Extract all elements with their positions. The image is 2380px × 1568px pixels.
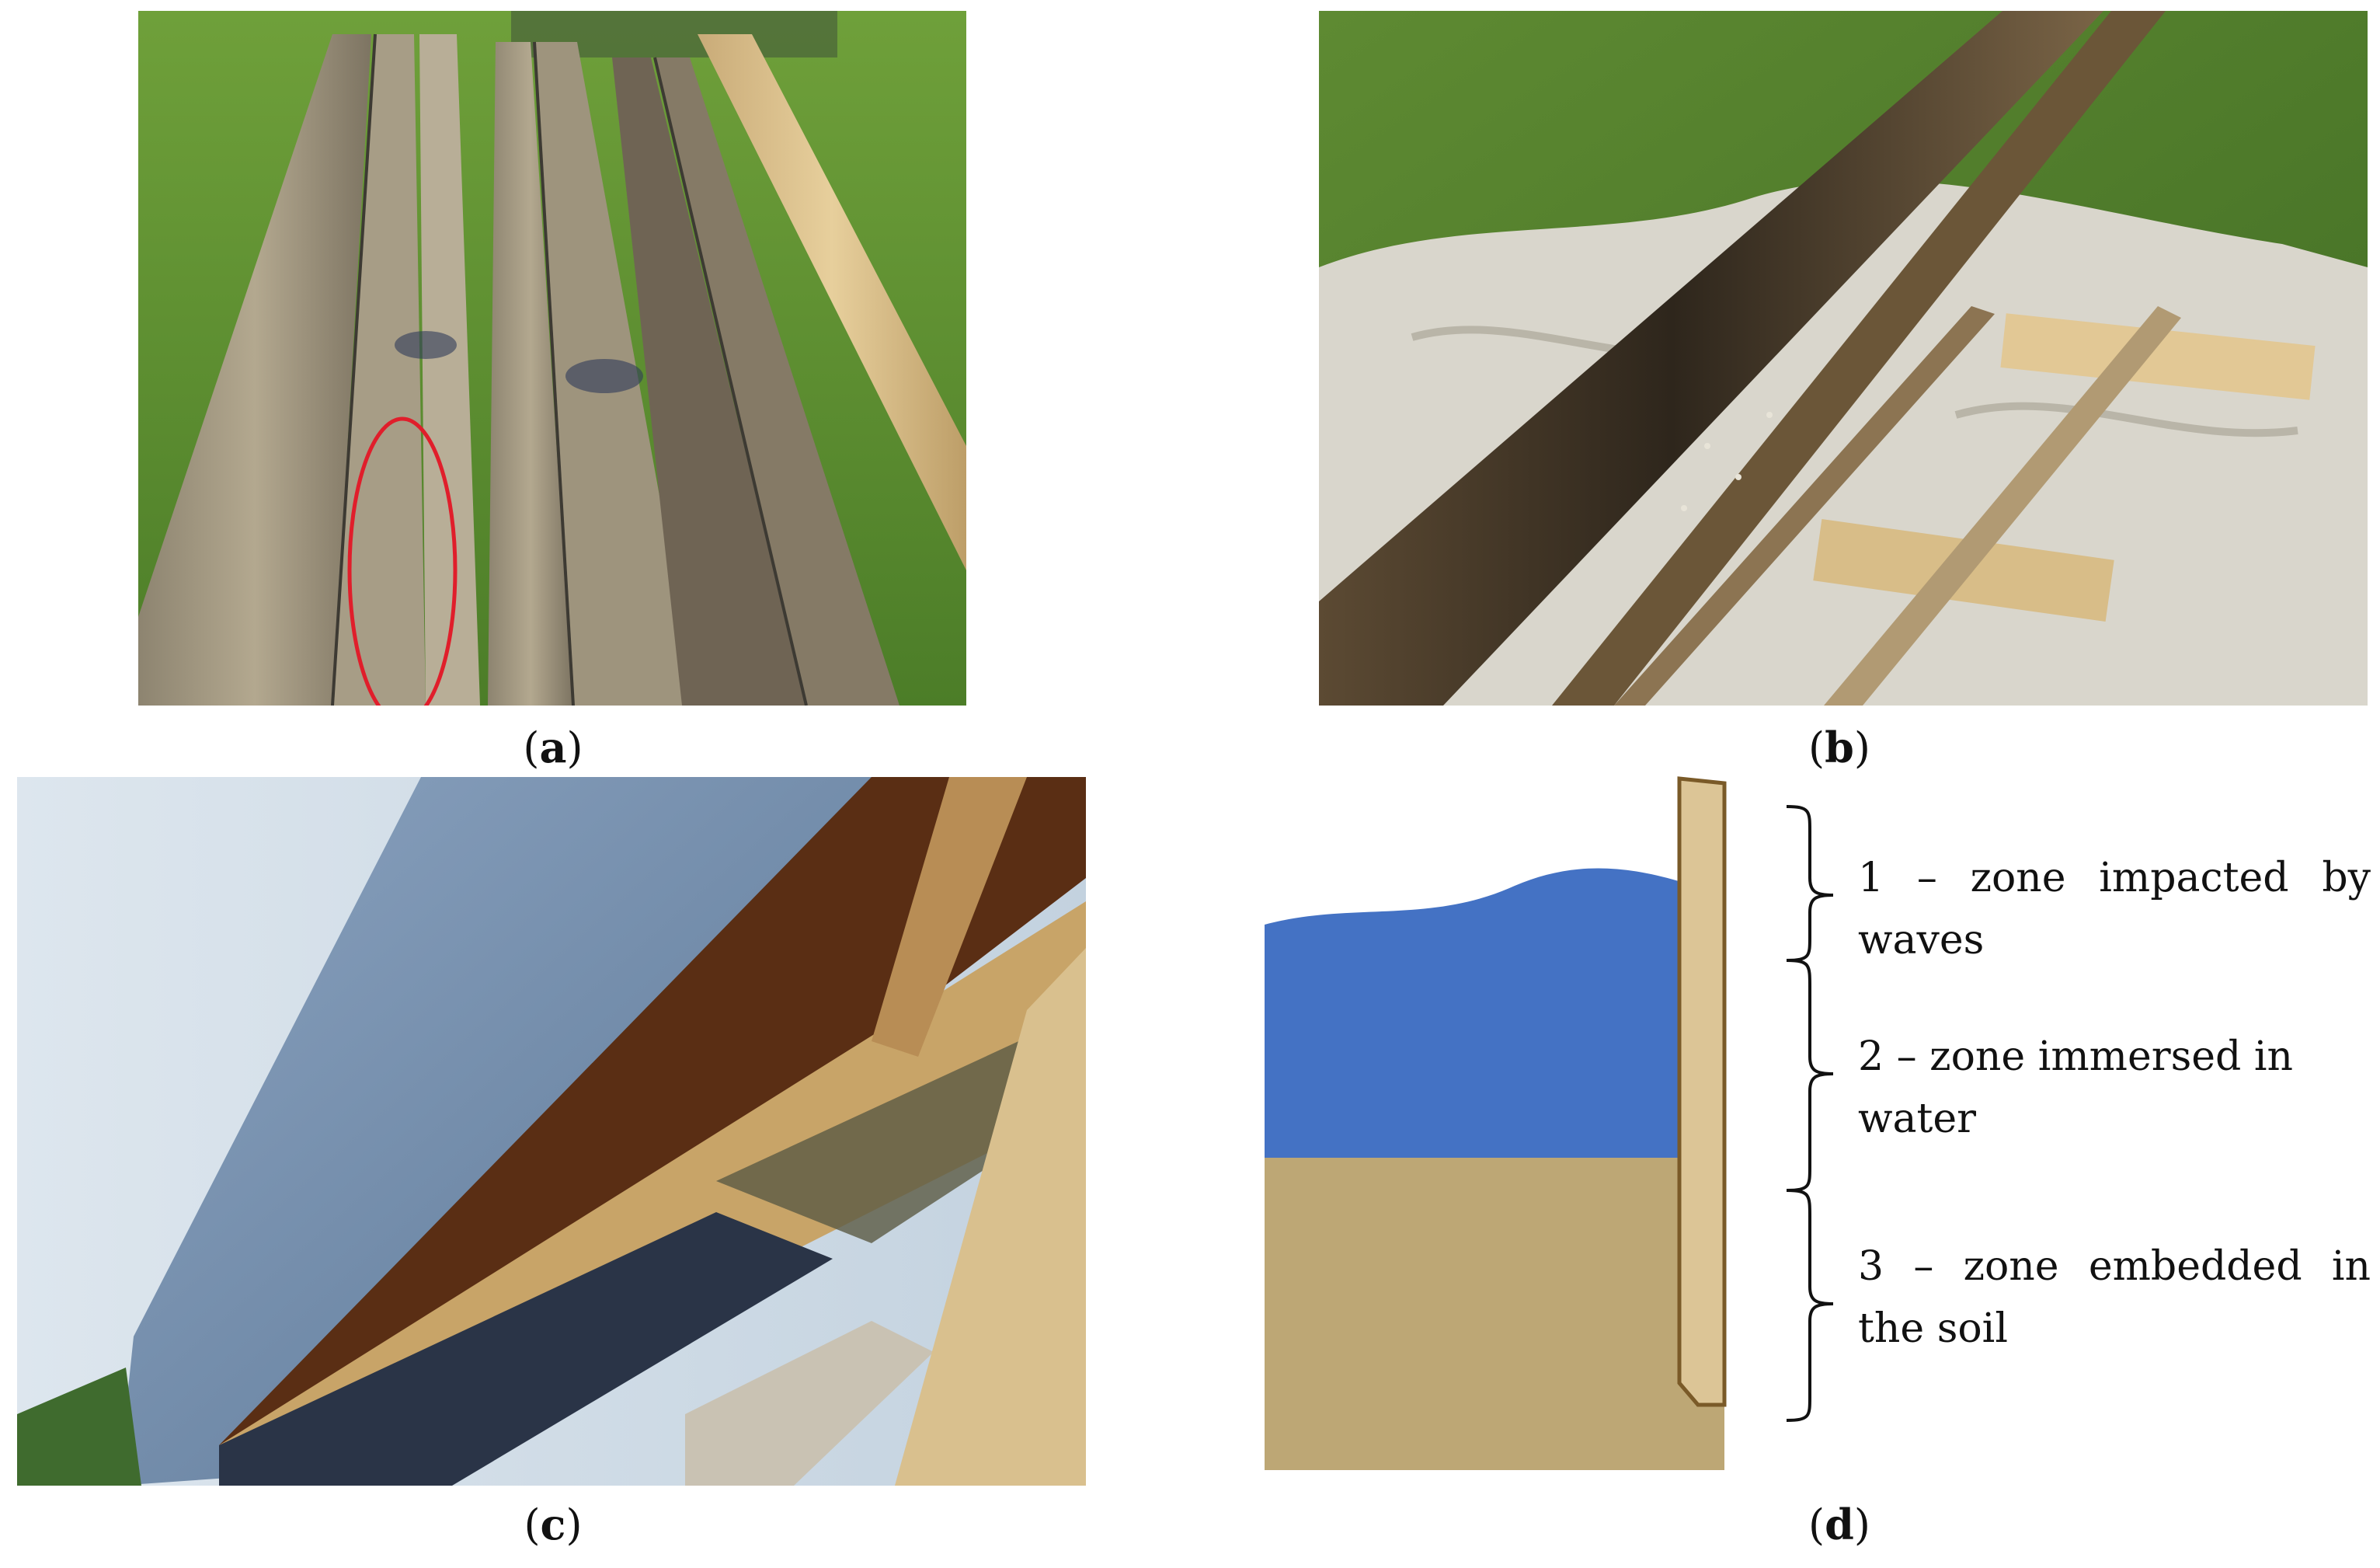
timber-plank [655, 57, 899, 706]
canal-water [219, 1212, 833, 1486]
diagram-d [1258, 769, 1849, 1492]
zone-label-2: 2 – zone immersed in water [1858, 1033, 2293, 1142]
photo-c-sheet-pile-wall [17, 777, 1086, 1486]
steel-sheet-pile [219, 777, 1086, 1445]
timber-plank [698, 34, 966, 570]
decayed-pile [1552, 11, 2166, 706]
caption-a: (a) [523, 723, 583, 772]
brace-zone-2 [1786, 959, 1834, 1192]
concrete-block [685, 1321, 934, 1486]
caption-b: (b) [1808, 723, 1870, 772]
soil-layer [1265, 1158, 1724, 1470]
timber-plank [488, 42, 573, 706]
timber-plank [138, 34, 371, 706]
timber-plank [612, 57, 806, 706]
timber-plank [332, 34, 426, 706]
photo-a-timber-piles [138, 11, 966, 706]
sheet-pile [1677, 776, 1727, 1407]
caption-c: (c) [524, 1500, 583, 1549]
new-board [2000, 313, 2316, 400]
caption-d: (d) [1808, 1500, 1870, 1549]
highlight-ellipse [347, 416, 458, 706]
zone-label-1: 1 – zone impacted by waves [1858, 855, 2371, 963]
brace-zone-1 [1786, 805, 1834, 962]
decayed-pile [1319, 11, 2103, 706]
zone-braces [1786, 805, 1834, 1422]
zone-label-3: 3 – zone embedded in the soil [1858, 1243, 2371, 1352]
timber-plank [419, 34, 480, 706]
timber-cladding [219, 901, 1086, 1486]
water-body [1265, 868, 1693, 1158]
brace-zone-3 [1786, 1189, 1834, 1422]
photo-b-decayed-timber [1319, 11, 2368, 706]
